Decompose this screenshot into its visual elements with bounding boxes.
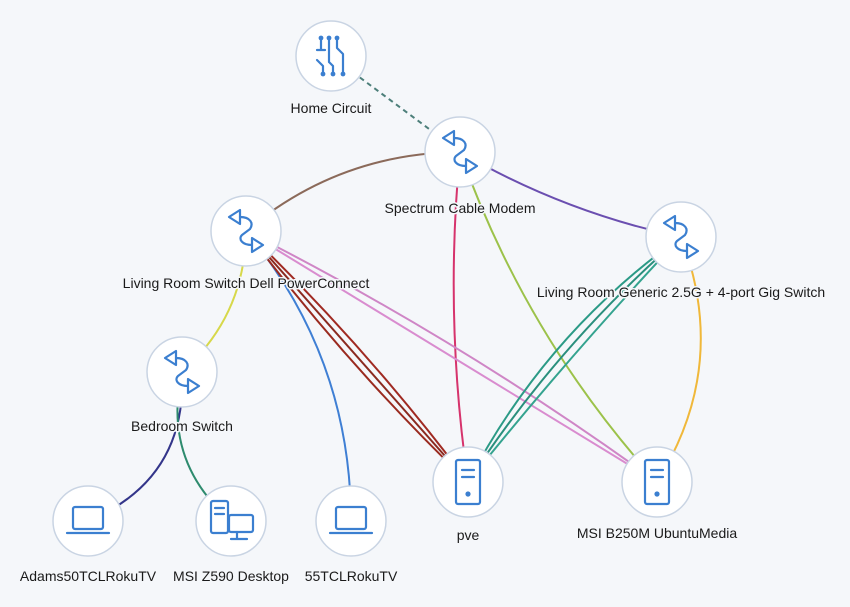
node-bed-label: Bedroom Switch: [131, 418, 233, 434]
switch-icon: [227, 208, 265, 254]
switch-icon: [662, 214, 700, 260]
node-lrgen-label: Living Room Generic 2.5G + 4-port Gig Sw…: [537, 284, 825, 300]
node-msi-label: MSI B250M UbuntuMedia: [577, 525, 738, 541]
node-home-circle: [295, 20, 367, 92]
node-msi[interactable]: MSI B250M UbuntuMedia: [575, 446, 739, 543]
server-icon: [454, 458, 482, 506]
laptop-icon: [65, 505, 111, 535]
node-bed[interactable]: Bedroom Switch: [130, 336, 234, 436]
node-home[interactable]: Home Circuit: [289, 20, 373, 118]
node-tv55[interactable]: 55TCLRokuTV: [303, 485, 399, 586]
link-lrdell-pve: [245, 230, 469, 483]
server-icon: [643, 458, 671, 506]
node-z590[interactable]: MSI Z590 Desktop: [172, 485, 291, 586]
laptop-icon: [328, 505, 374, 535]
circuit-icon: [315, 35, 346, 77]
node-pve-circle: [432, 446, 504, 518]
switch-icon: [441, 129, 479, 175]
node-z590-label: MSI Z590 Desktop: [173, 568, 289, 584]
link-modem-msi: [459, 151, 658, 483]
desktop-icon: [209, 499, 255, 541]
link-lrgen-pve: [467, 236, 682, 483]
node-lrdell-label: Living Room Switch Dell PowerConnect: [123, 275, 370, 291]
switch-icon: [163, 349, 201, 395]
node-lrdell[interactable]: Living Room Switch Dell PowerConnect: [121, 195, 371, 293]
node-tv55-circle: [315, 485, 387, 557]
node-modem-label: Spectrum Cable Modem: [385, 200, 536, 216]
link-lrdell-msi: [245, 230, 658, 483]
node-modem[interactable]: Spectrum Cable Modem: [383, 116, 537, 218]
node-pve-label: pve: [457, 527, 480, 543]
node-adams-circle: [52, 485, 124, 557]
node-lrgen[interactable]: Living Room Generic 2.5G + 4-port Gig Sw…: [535, 201, 827, 302]
link-lrdell-pve: [245, 230, 469, 483]
link-modem-pve: [452, 151, 469, 483]
node-tv55-label: 55TCLRokuTV: [305, 568, 398, 584]
node-msi-circle: [621, 446, 693, 518]
link-lrdell-msi: [245, 230, 658, 483]
link-lrgen-pve: [467, 236, 682, 483]
node-adams[interactable]: Adams50TCLRokuTV: [18, 485, 158, 586]
link-lrdell-pve: [245, 230, 469, 483]
node-adams-label: Adams50TCLRokuTV: [20, 568, 157, 584]
node-z590-circle: [195, 485, 267, 557]
node-home-label: Home Circuit: [291, 100, 372, 116]
node-pve[interactable]: pve: [432, 446, 504, 545]
link-lrgen-pve: [467, 236, 682, 483]
link-lrgen-msi: [656, 236, 702, 483]
